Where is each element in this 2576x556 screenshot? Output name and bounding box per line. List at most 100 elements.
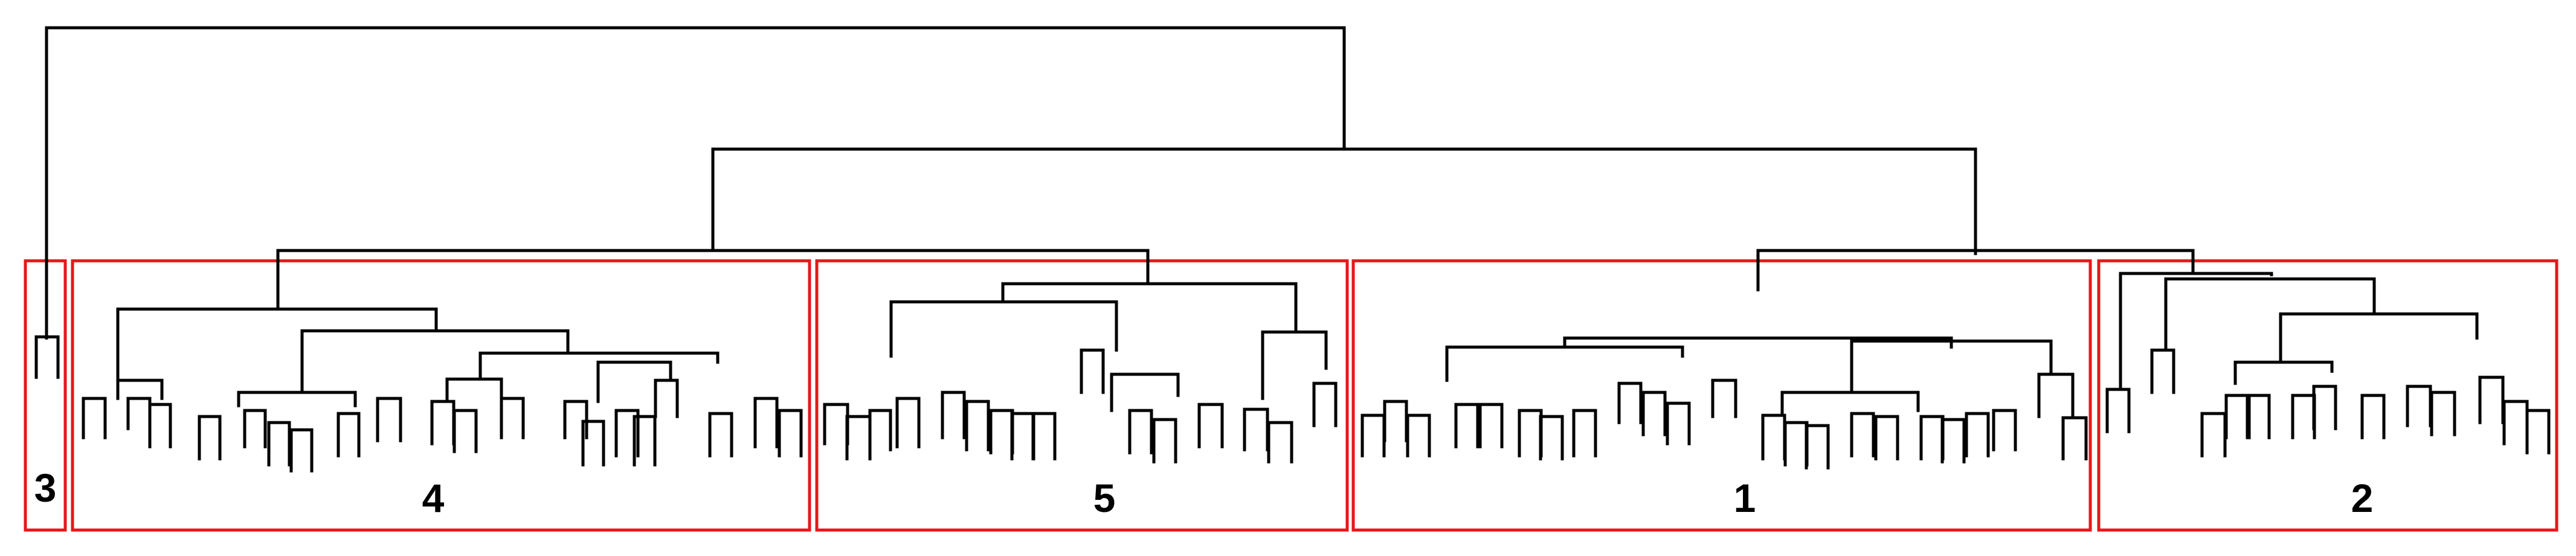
c2-leaf-2 — [2150, 348, 2175, 394]
cluster-label-5: 5 — [1093, 476, 1116, 520]
c1-leaf-20 — [1965, 412, 1990, 458]
c4-right-merge — [478, 351, 720, 381]
cluster-label-3: 3 — [34, 465, 57, 510]
c4-leaf-1 — [82, 397, 107, 439]
c4-leaf-13 — [563, 400, 588, 439]
c1-leaf-4 — [1454, 403, 1480, 449]
c1-leaf-23 — [2061, 416, 2088, 461]
c4-leaf-20 — [778, 409, 803, 458]
c2-leaf-13 — [2525, 409, 2551, 455]
c5-leaf-9 — [1031, 412, 1057, 461]
c1-leaf-11 — [1666, 401, 1691, 446]
c1-leaf-22 — [2037, 372, 2075, 418]
c1-leaf-15 — [1805, 424, 1830, 470]
c4-a-merge — [116, 379, 164, 400]
c2-leaf-4 — [2224, 394, 2251, 439]
c4-leaf-12 — [500, 397, 525, 439]
c5-leaf-5 — [941, 391, 966, 439]
c2-leaf-6 — [2291, 394, 2316, 439]
c4-leaf-9 — [376, 397, 402, 443]
c5-leaf-16 — [1312, 382, 1338, 427]
c5-leaf-11 — [1128, 409, 1153, 455]
cluster-label-4: 4 — [422, 476, 445, 520]
c5-leaf-2 — [845, 415, 872, 461]
c5-leaf-8 — [1010, 412, 1035, 461]
c5-a-merge — [889, 300, 1118, 358]
merge-4-5 — [276, 249, 1150, 311]
cluster-box-1 — [1351, 259, 2092, 532]
c4-leaf-10 — [430, 400, 456, 446]
c4-b-merge — [237, 391, 357, 407]
cluster-box-5 — [815, 259, 1349, 532]
c4-leaf-5 — [243, 409, 267, 449]
c2-leaf-12 — [2502, 400, 2529, 446]
c5-leaf-3 — [868, 409, 892, 452]
c4-leaf-8 — [336, 412, 361, 458]
c2-leaf-7 — [2312, 385, 2337, 430]
c1-leaf-10 — [1641, 391, 1667, 436]
c2-leaf-8 — [2360, 394, 2386, 439]
c1-c-merge — [1780, 391, 1920, 415]
c4-leaf-14 — [581, 420, 605, 467]
c4-leaf-7 — [289, 428, 314, 473]
c2-top-merge — [2119, 272, 2273, 391]
c4-leaf-3 — [148, 403, 172, 449]
c1-leaf-1 — [1360, 414, 1386, 458]
c2-leaf-11 — [2478, 375, 2505, 424]
c4-leaf-19 — [753, 397, 779, 449]
c4-c-merge — [445, 377, 503, 403]
c1-leaf-9 — [1617, 382, 1643, 424]
cluster-boxes — [24, 259, 2558, 532]
c5-main-merge — [1001, 282, 1298, 334]
dendrogram-tree — [34, 26, 2551, 473]
c2-a-merge — [2233, 360, 2334, 385]
level1-merge — [711, 147, 1977, 255]
c1-leaf-17 — [1874, 415, 1899, 461]
c2-leaf-5 — [2246, 394, 2271, 439]
c5-leaf-10 — [1080, 348, 1105, 394]
c5-leaf-1 — [823, 403, 849, 446]
c1-leaf-13 — [1761, 414, 1786, 461]
cluster-label-2: 2 — [2351, 476, 2374, 520]
c4-main-merge — [116, 307, 438, 382]
cluster-label-1: 1 — [1733, 476, 1756, 520]
c1-leaf-8 — [1572, 409, 1597, 458]
c1-leaf-18 — [1919, 415, 1945, 461]
c5-leaf-15 — [1267, 421, 1293, 464]
cluster-box-4 — [71, 259, 811, 532]
c4-d-merge — [596, 360, 672, 403]
c1-leaf-12 — [1711, 379, 1737, 418]
c4-leaf-4 — [198, 415, 222, 461]
c5-leaf-6 — [965, 400, 990, 452]
c1-leaf-19 — [1940, 418, 1966, 464]
c2-right-merge — [2279, 312, 2479, 364]
c4-leaf-15 — [614, 409, 640, 458]
c2-leaf-3 — [2200, 412, 2227, 458]
c4-leaf-2 — [126, 397, 152, 430]
c5-leaf-14 — [1243, 407, 1269, 452]
c5-leaf-4 — [895, 397, 921, 449]
c4-leaf-16 — [633, 415, 657, 467]
merge-1-2 — [1756, 249, 2195, 292]
c4-leaf-17 — [654, 379, 679, 418]
c1-leaf-6 — [1518, 409, 1543, 458]
c5-leaf-7 — [989, 409, 1014, 455]
cluster-box-2 — [2097, 259, 2558, 532]
c1-a-merge — [1445, 345, 1684, 382]
c1-leaf-3 — [1406, 414, 1431, 458]
c1-leaf-21 — [1992, 409, 2017, 452]
c1-b-merge — [1850, 339, 2053, 394]
c4-leaf-18 — [708, 412, 733, 458]
c2-leaf-9 — [2406, 385, 2432, 427]
c1-leaf-5 — [1478, 403, 1504, 449]
c1-leaf-7 — [1539, 415, 1564, 461]
c2-leaf-1 — [2105, 388, 2131, 433]
c2-leaf-10 — [2430, 391, 2456, 436]
c4-leaf-6 — [267, 421, 291, 467]
c5-b-merge — [1261, 330, 1328, 400]
c4-sub-merge — [300, 329, 570, 394]
c1-leaf-2 — [1383, 400, 1408, 443]
c1-leaf-14 — [1783, 421, 1809, 467]
c5-leaf-13 — [1197, 403, 1224, 449]
